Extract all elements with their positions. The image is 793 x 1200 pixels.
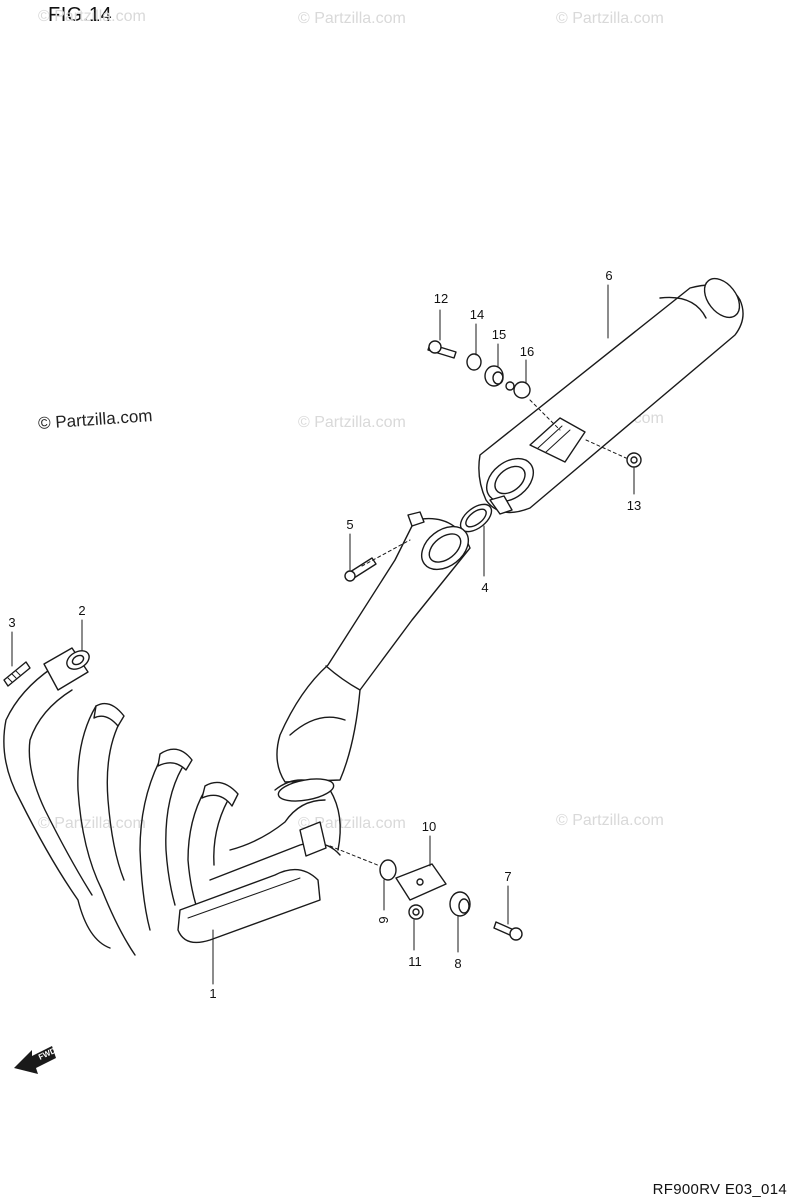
collar-16[interactable]: [505, 381, 531, 399]
callout-6: 6: [605, 268, 612, 283]
callout-9: 9: [376, 916, 391, 923]
cushion-15[interactable]: [484, 365, 504, 387]
watermark: © Partzilla.com: [298, 414, 406, 431]
callout-12: 12: [434, 291, 448, 306]
bracket-10[interactable]: [395, 863, 447, 901]
exhaust-flange[interactable]: [43, 647, 92, 691]
bolt-7[interactable]: [493, 921, 523, 941]
callout-5: 5: [346, 517, 353, 532]
watermark: © Partzilla.com: [38, 8, 146, 25]
callout-13: 13: [627, 498, 641, 513]
nut-11[interactable]: [408, 904, 424, 920]
callout-8: 8: [454, 956, 461, 971]
figure-code: RF900RV E03_014: [652, 1181, 787, 1198]
watermark: © Partzilla.com: [38, 815, 146, 832]
callout-10: 10: [422, 819, 436, 834]
mid-pipe[interactable]: [276, 511, 477, 783]
callout-4: 4: [481, 580, 488, 595]
cushion-9[interactable]: [379, 859, 397, 881]
exhaust-header[interactable]: [3, 667, 341, 956]
figure-title: FIG.14: [48, 4, 113, 26]
callout-3: 3: [8, 615, 15, 630]
watermark: © Partzilla.com: [556, 10, 664, 27]
callout-16: 16: [520, 344, 534, 359]
callout-labels: 1 2 3 4 5 6 7 8 9 10 11 12 13 14 15 16: [8, 268, 641, 1001]
muffler[interactable]: [478, 272, 746, 515]
leader-lines: [11, 284, 635, 985]
bolt-12[interactable]: [427, 340, 457, 359]
callout-14: 14: [470, 307, 484, 322]
watermark: © Partzilla.com: [556, 812, 664, 829]
watermark: © Partzilla.com: [298, 10, 406, 27]
callout-2: 2: [78, 603, 85, 618]
nut-13[interactable]: [626, 452, 642, 468]
watermark: © Partzilla.com: [298, 815, 406, 832]
stud-bolt[interactable]: [3, 661, 31, 687]
callout-15: 15: [492, 327, 506, 342]
washer-14[interactable]: [466, 353, 482, 371]
bolt-5[interactable]: [344, 557, 377, 582]
callout-11: 11: [408, 954, 422, 969]
callout-1: 1: [209, 986, 216, 1001]
callout-7: 7: [504, 869, 511, 884]
cushion-8[interactable]: [449, 891, 471, 917]
forward-arrow-icon: FWD: [14, 1046, 58, 1074]
